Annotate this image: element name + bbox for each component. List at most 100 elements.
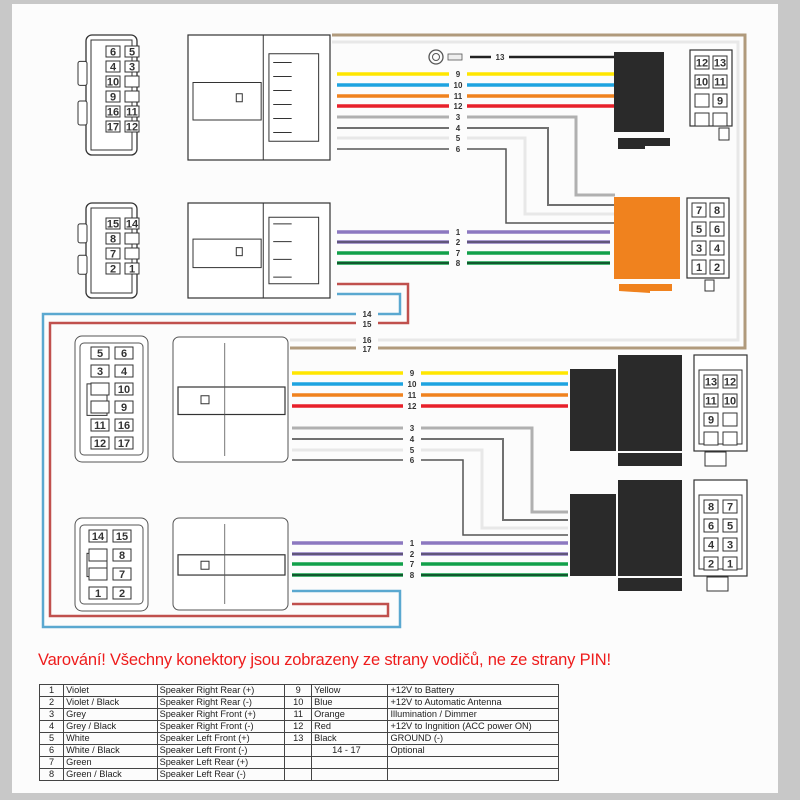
pin-cell (114, 382, 134, 396)
legend-cell-function2: Illumination / Dimmer (387, 708, 559, 721)
pin-cell (691, 221, 707, 237)
pin-cell (722, 518, 738, 533)
wire-14 (41, 292, 402, 629)
legend-cell-pin2: 10 (284, 696, 313, 709)
car-top-power-side-slot (192, 82, 262, 121)
pin-cell (112, 529, 132, 543)
wire-label-w4: 4 (410, 435, 415, 444)
wire-label-w13: 13 (496, 53, 505, 62)
wire-label-bg (449, 133, 467, 142)
pin-cell (90, 346, 110, 360)
iso-top-speaker-plug (614, 197, 680, 279)
wire-16-frame (290, 40, 740, 342)
pin-label: 5 (727, 521, 733, 533)
pin-label: 3 (727, 540, 733, 552)
iso-bottom-speaker-plug-left (570, 494, 616, 576)
wire-17-frame (290, 33, 747, 350)
legend-cell-color: Grey / Black (63, 720, 158, 733)
legend-cell-color2 (311, 768, 389, 781)
wire-label-w6: 6 (456, 145, 461, 154)
pin-cell (709, 240, 725, 256)
wire-label-bg (449, 80, 467, 89)
legend-cell-pin: 5 (38, 732, 65, 745)
legend-cell-pin: 4 (38, 720, 65, 733)
wire-w3 (292, 426, 568, 514)
pin-cell (90, 382, 110, 396)
pin-label: 3 (696, 243, 702, 255)
wire-label-bg (449, 123, 467, 132)
wire-label-w12: 12 (454, 102, 463, 111)
warning-text: Varování! Všechny konektory jsou zobraze… (38, 651, 611, 669)
wire-label-w5: 5 (456, 134, 461, 143)
wire-label-w16: 16 (363, 336, 372, 345)
legend-cell-function: Speaker Right Front (-) (156, 720, 286, 733)
wire-label-bg (449, 144, 467, 153)
pin-cell (691, 202, 707, 218)
pin-cell (124, 262, 140, 275)
car-top-power-side-body (268, 53, 320, 142)
legend-cell-color2 (311, 756, 389, 769)
wire-label-w11: 11 (454, 92, 463, 101)
car-bottom-speaker-housing (74, 517, 149, 612)
legend-cell-pin2: 12 (284, 720, 313, 733)
pin-cell (712, 55, 728, 70)
pin-cell (124, 120, 140, 133)
pin-cell (124, 75, 140, 88)
legend-cell-color2: Red (311, 720, 389, 733)
wire-label-w9: 9 (410, 369, 415, 378)
iso-bottom-speaker-plug-right (618, 480, 682, 576)
pin-label: 1 (696, 262, 702, 274)
pin-label: 2 (714, 262, 720, 274)
pin-label: 4 (110, 62, 117, 74)
pin-cell (694, 93, 710, 108)
wire-label-bg (449, 91, 467, 100)
wire-label-bg (449, 258, 467, 267)
wire-w5 (292, 448, 568, 530)
legend-cell-color: White / Black (63, 744, 158, 757)
pin-label: 11 (94, 420, 106, 432)
pin-label: 16 (118, 420, 130, 432)
pin-cell (124, 90, 140, 103)
car-bottom-speaker-side-slot (177, 554, 286, 576)
car-bottom-power-housing (74, 335, 149, 463)
pin-cell (114, 346, 134, 360)
pin-label: 14 (92, 531, 105, 543)
pin-cell (105, 90, 121, 103)
wire-label-w17: 17 (363, 345, 372, 354)
pin-cell (90, 364, 110, 378)
wire-label-bg (403, 570, 421, 579)
wire-label-bg (449, 69, 467, 78)
pin-cell (124, 232, 140, 245)
pin-cell (694, 74, 710, 89)
pin-label: 5 (97, 348, 103, 360)
legend-cell-function: Speaker Right Rear (-) (156, 696, 286, 709)
pin-label: 13 (705, 377, 717, 389)
pin-label: 7 (727, 502, 733, 514)
iso-top-speaker-key (704, 279, 715, 292)
pin-cell (124, 60, 140, 73)
wire-label-bg (403, 445, 421, 454)
car-top-speaker-side-slot (192, 238, 262, 269)
pin-label: 7 (110, 249, 116, 261)
wire-label-bg (449, 112, 467, 121)
pin-label: 3 (129, 62, 135, 74)
pin-label: 17 (107, 122, 119, 134)
wire-label-w1: 1 (456, 228, 461, 237)
legend-cell-function: Speaker Left Rear (-) (156, 768, 286, 781)
pin-label: 1 (95, 588, 101, 600)
wire-label-w15: 15 (363, 320, 372, 329)
pin-label: 11 (705, 396, 717, 408)
pin-cell (112, 548, 132, 562)
wire-label-bg (449, 237, 467, 246)
wire-w4 (337, 127, 615, 206)
pin-label: 2 (119, 588, 125, 600)
pin-label: 9 (121, 402, 127, 414)
